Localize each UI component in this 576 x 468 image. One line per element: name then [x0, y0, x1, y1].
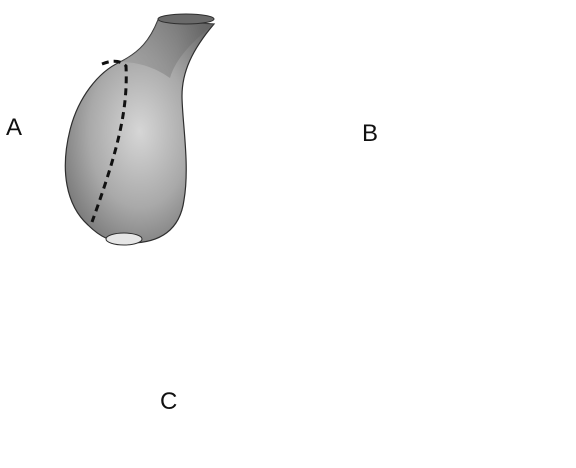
pouch-a-bottom-opening — [106, 233, 142, 245]
figure-a — [65, 14, 214, 245]
label-a: A — [6, 116, 22, 140]
pouch-a-top-opening — [158, 14, 214, 24]
label-b: B — [362, 122, 378, 146]
label-c: C — [160, 390, 177, 414]
